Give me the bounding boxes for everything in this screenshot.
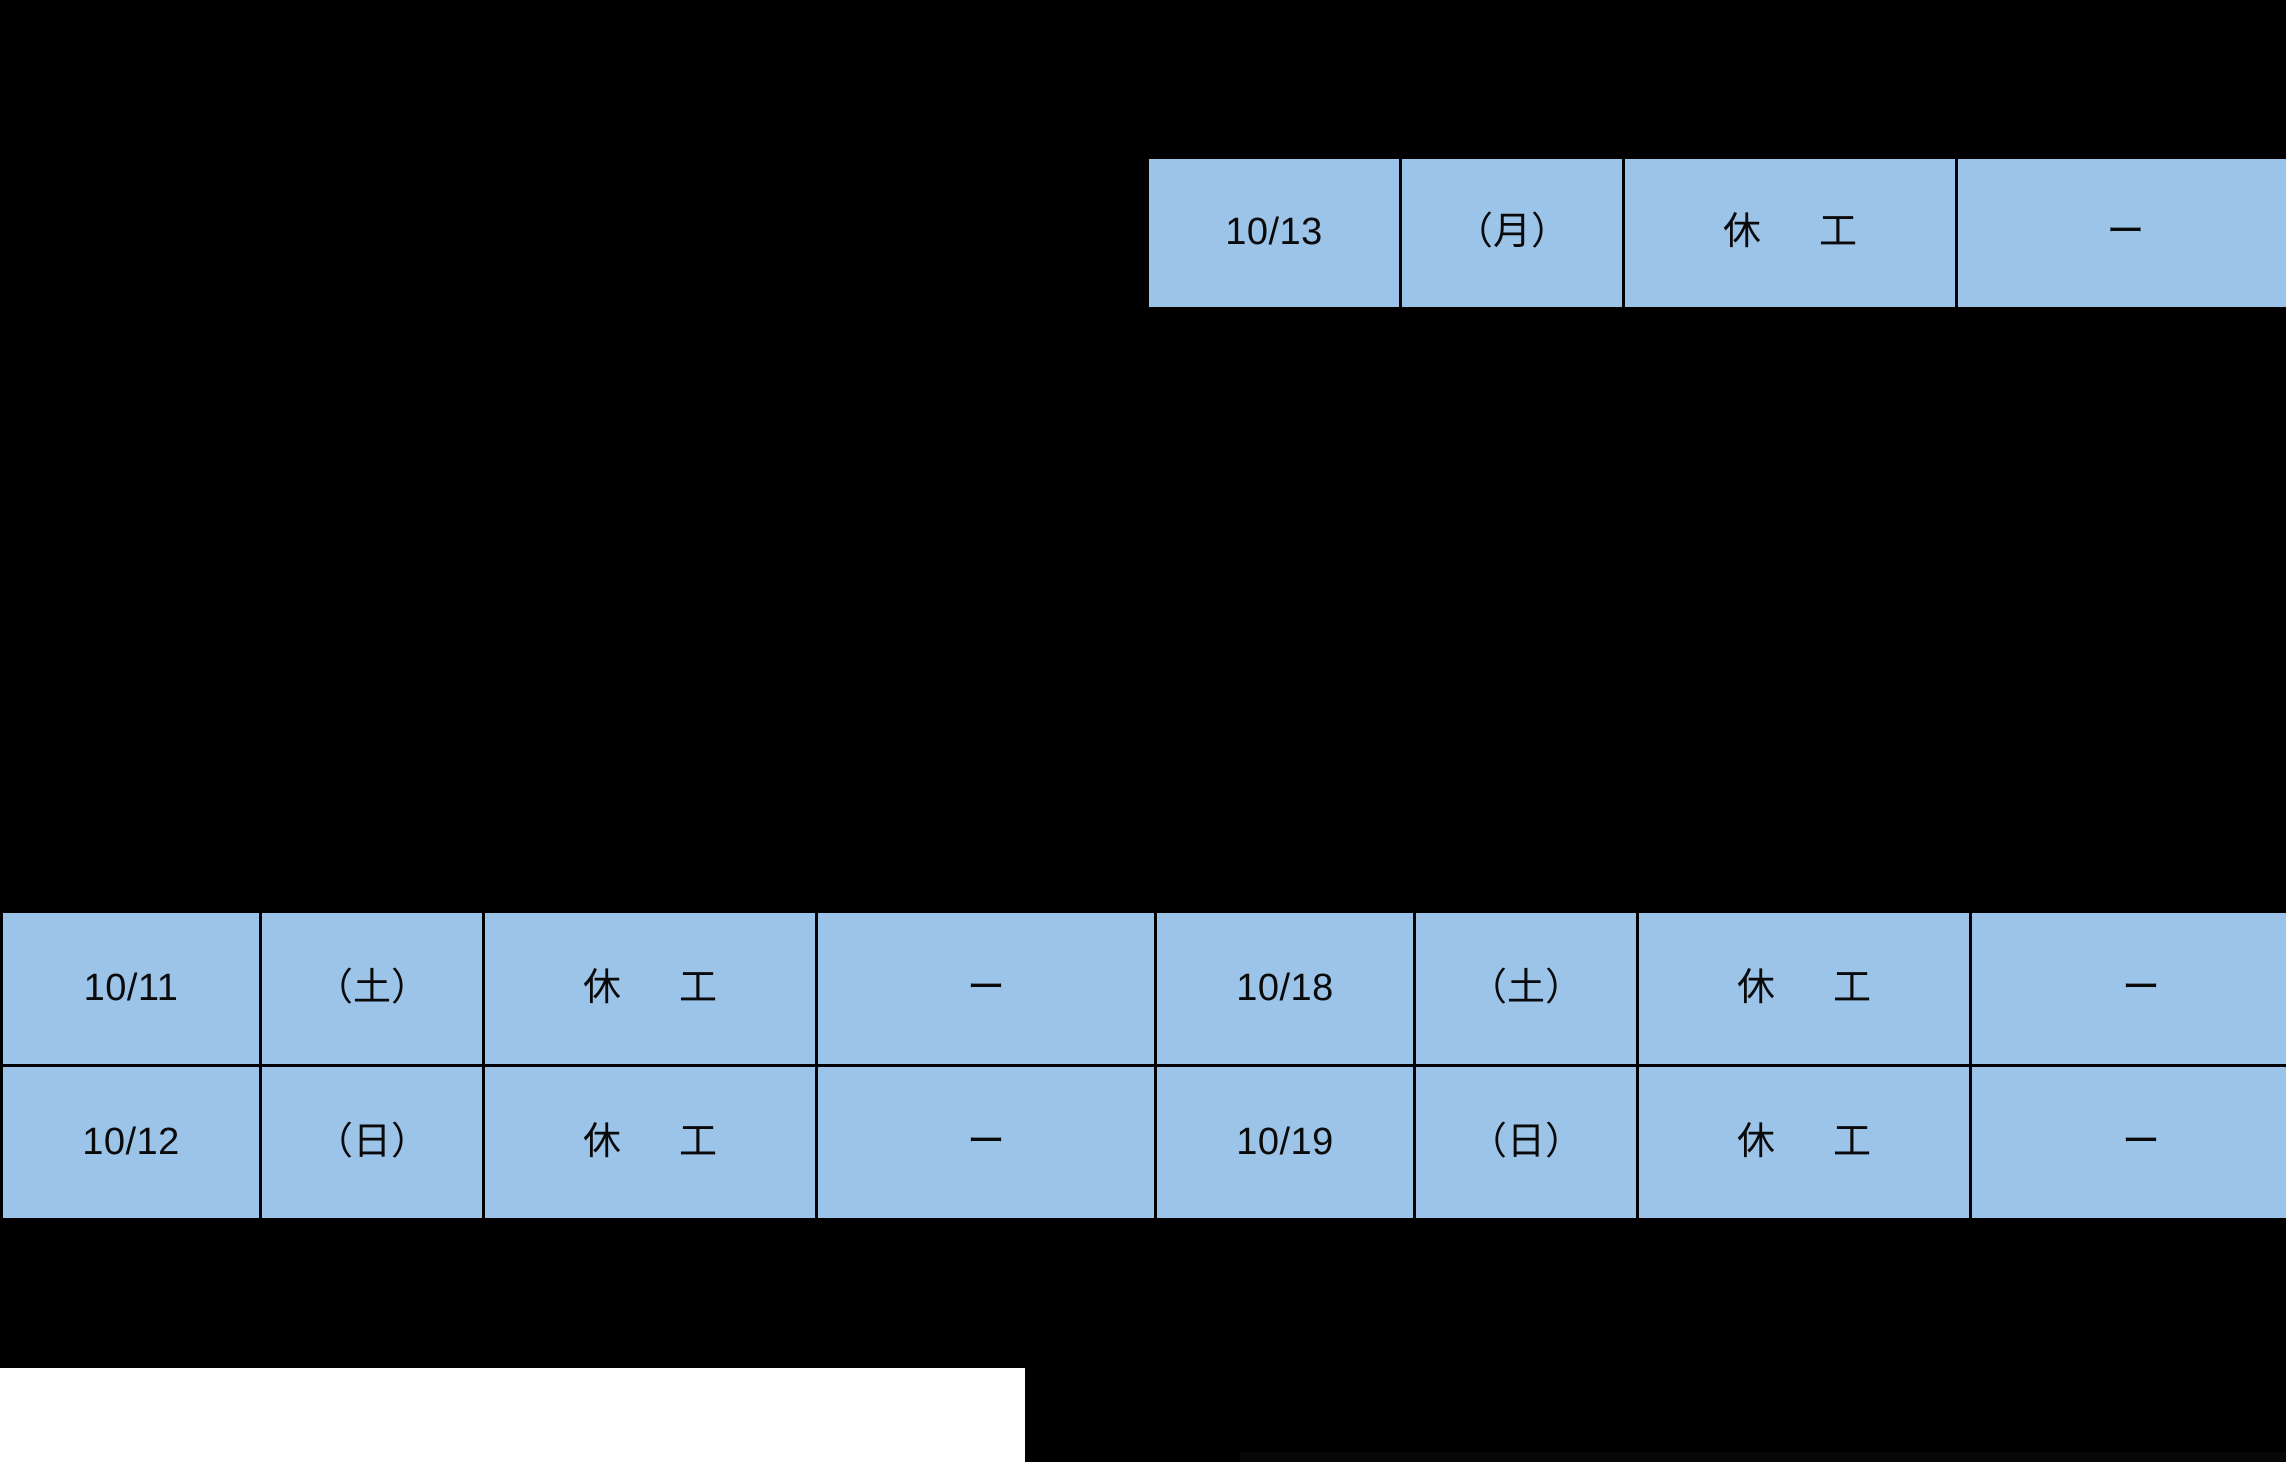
cell-status[interactable]: 休 工 — [482, 910, 818, 1067]
cell-status[interactable]: 休 工 — [1622, 156, 1958, 310]
cell-status[interactable]: 休 工 — [482, 1064, 818, 1221]
cell-day-of-week-2[interactable]: （日） — [1413, 1064, 1639, 1221]
table-row: 10/11 （土） 休 工 ー 10/18 （土） 休 工 ー — [0, 910, 2286, 1067]
cell-status-2[interactable]: 休 工 — [1636, 910, 1972, 1067]
cell-note[interactable]: ー — [815, 910, 1157, 1067]
schedule-table-top: 10/13 （月） 休 工 ー — [1146, 156, 2286, 310]
cell-note[interactable]: ー — [1955, 156, 2286, 310]
cell-note-2[interactable]: ー — [1969, 910, 2286, 1067]
cell-date[interactable]: 10/11 — [0, 910, 262, 1067]
cell-date[interactable]: 10/13 — [1146, 156, 1402, 310]
page-bottom-band — [1240, 1452, 2286, 1462]
cell-day-of-week[interactable]: （月） — [1399, 156, 1625, 310]
cell-note-2[interactable]: ー — [1969, 1064, 2286, 1221]
cell-date-2[interactable]: 10/19 — [1154, 1064, 1416, 1221]
cell-date-2[interactable]: 10/18 — [1154, 910, 1416, 1067]
schedule-table-bottom: 10/11 （土） 休 工 ー 10/18 （土） 休 工 ー 10/12 （日… — [0, 910, 2286, 1221]
cell-date[interactable]: 10/12 — [0, 1064, 262, 1221]
cell-day-of-week[interactable]: （日） — [259, 1064, 485, 1221]
table-row: 10/12 （日） 休 工 ー 10/19 （日） 休 工 ー — [0, 1064, 2286, 1221]
cell-note[interactable]: ー — [815, 1064, 1157, 1221]
cell-day-of-week[interactable]: （土） — [259, 910, 485, 1067]
table-row: 10/13 （月） 休 工 ー — [1146, 156, 2286, 310]
page-white-strip — [0, 1368, 1025, 1462]
cell-status-2[interactable]: 休 工 — [1636, 1064, 1972, 1221]
cell-day-of-week-2[interactable]: （土） — [1413, 910, 1639, 1067]
